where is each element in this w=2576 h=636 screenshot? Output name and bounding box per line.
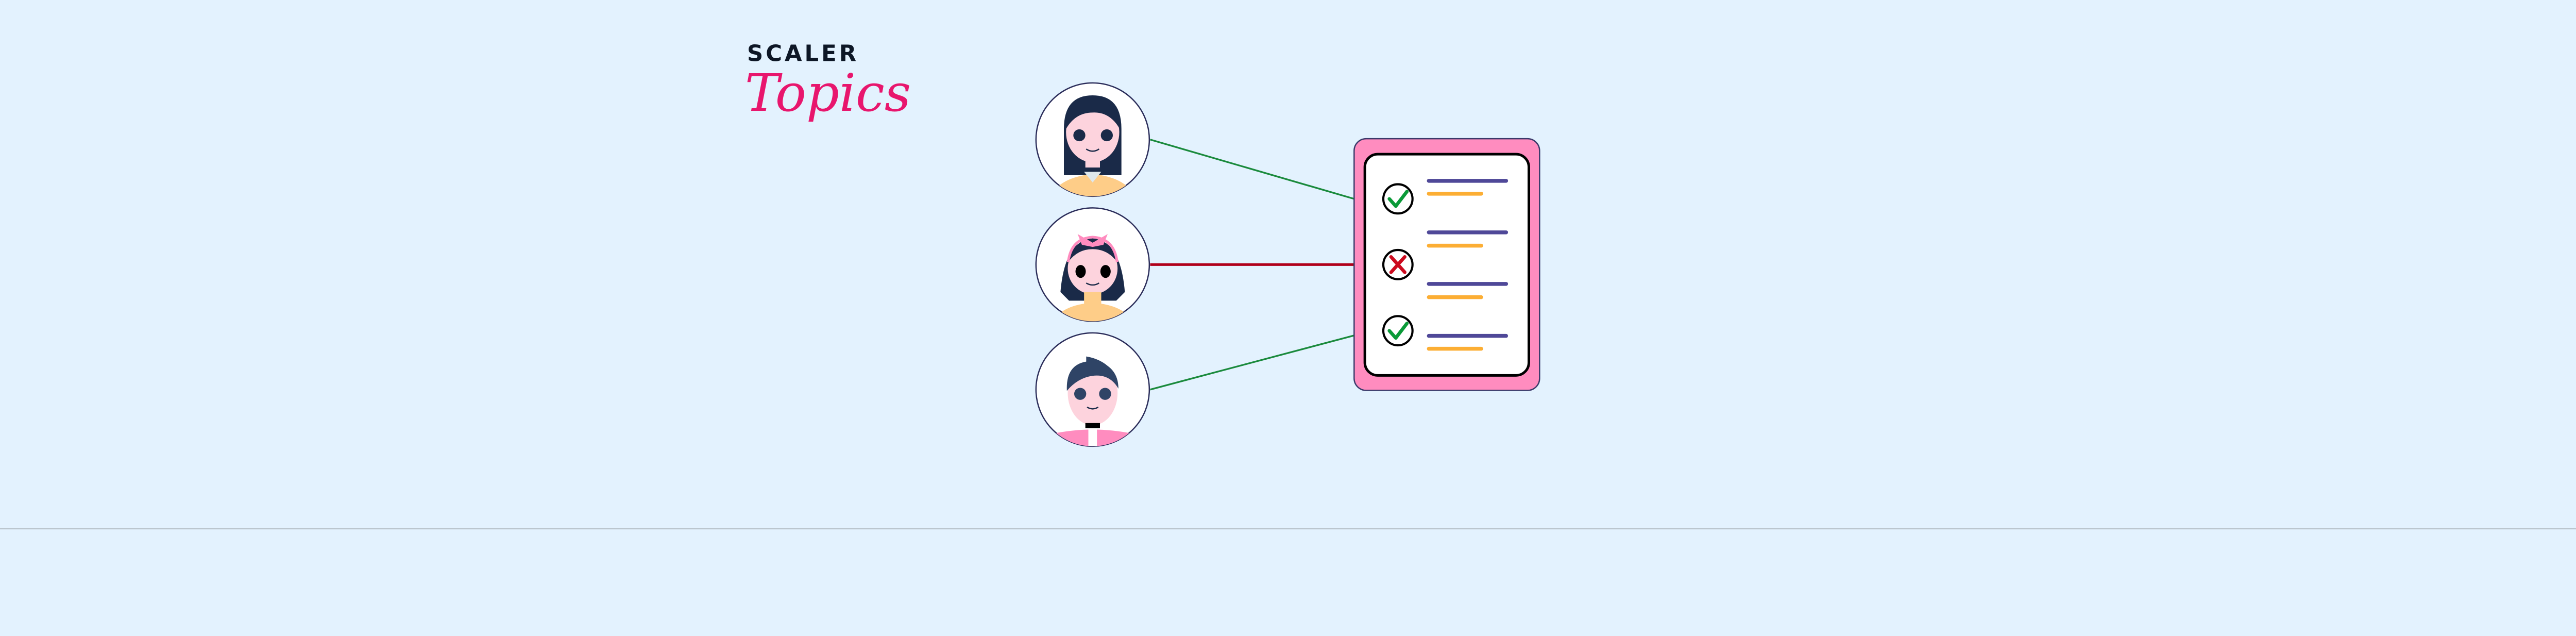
avatar-person-1: [1035, 82, 1150, 197]
logo-brand-text: SCALER: [747, 41, 859, 66]
diagram-canvas: SCALER Topics: [0, 41, 2576, 530]
checklist-item-3: [1382, 315, 1414, 347]
avatar-person-2: [1035, 207, 1150, 322]
checklist-item-2: [1382, 248, 1414, 280]
text-placeholder-lines: [1427, 179, 1509, 351]
avatar-person-3: [1035, 332, 1150, 447]
connector-approved-1: [1150, 139, 1354, 200]
checklist-card: [1353, 138, 1540, 391]
checklist-item-1: [1382, 183, 1414, 215]
connector-approved-2: [1150, 334, 1354, 391]
logo-sub-text: Topics: [745, 63, 911, 123]
scaler-topics-logo: SCALER Topics: [745, 41, 911, 123]
